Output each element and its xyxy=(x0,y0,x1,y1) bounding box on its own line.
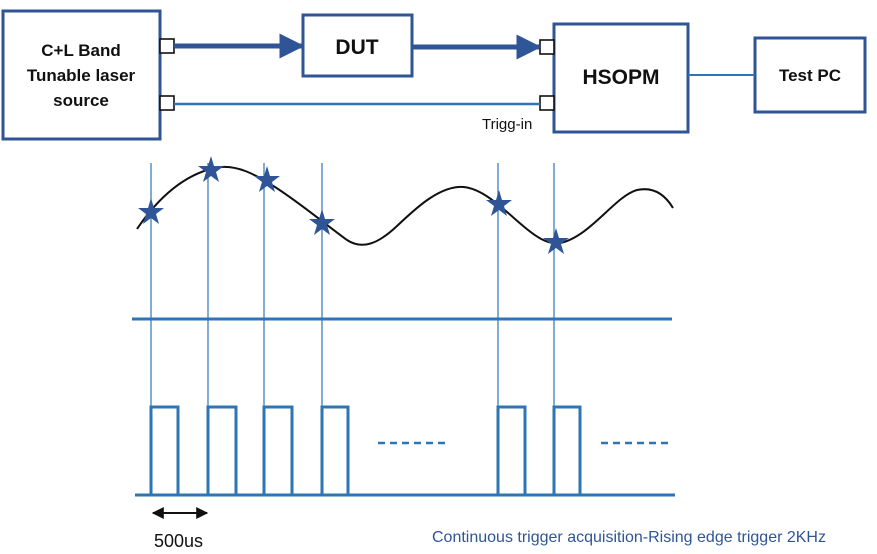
sample-star-6 xyxy=(543,228,569,254)
sampling-vertical-lines xyxy=(150,163,555,407)
trigger-pulse-6 xyxy=(552,405,582,495)
dut-box xyxy=(301,13,414,78)
block-diagram: C+L Band Tunable laser source DUT HSOPM … xyxy=(1,9,867,141)
trigger-pulse-4 xyxy=(320,405,350,495)
test-pc-label: Test PC xyxy=(779,66,841,85)
sample-star-5 xyxy=(486,190,512,216)
sample-star-1 xyxy=(138,198,164,224)
laser-source-label-line3: source xyxy=(53,91,109,110)
sample-star-4 xyxy=(309,209,335,235)
interval-label: 500us xyxy=(154,531,203,551)
trigger-pulse-1 xyxy=(149,405,180,495)
dut-label: DUT xyxy=(335,36,378,59)
laser-source-box xyxy=(1,9,162,141)
hsopm-box xyxy=(552,22,690,134)
timing-diagram: 500us xyxy=(132,156,675,551)
sample-star-3 xyxy=(254,166,280,192)
trigger-pulse-2 xyxy=(206,405,238,495)
laser-output-port xyxy=(159,38,175,54)
test-pc-box xyxy=(753,36,867,114)
hsopm-label: HSOPM xyxy=(582,66,659,89)
sample-star-2 xyxy=(198,156,224,182)
laser-source-label-line1: C+L Band xyxy=(41,41,121,60)
hsopm-optical-port xyxy=(539,39,555,55)
diagram-caption: Continuous trigger acquisition-Rising ed… xyxy=(432,529,826,546)
trigger-pulse-3 xyxy=(262,405,294,495)
trigger-pulse-5 xyxy=(496,405,527,495)
polarization-signal-curve xyxy=(136,165,674,246)
trigger-pulses xyxy=(149,405,582,495)
trigger-in-label: Trigg-in xyxy=(482,116,532,133)
hsopm-trigger-port xyxy=(539,95,555,111)
sample-markers xyxy=(138,156,569,254)
laser-source-label-line2: Tunable laser xyxy=(27,66,136,85)
laser-trigger-port xyxy=(159,95,175,111)
